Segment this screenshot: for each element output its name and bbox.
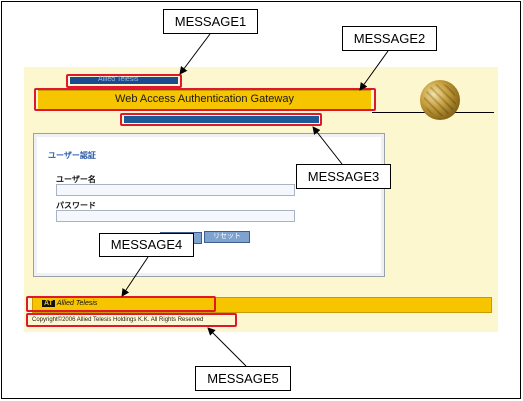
footer-brand-text: Allied Telesis [56,300,98,307]
callout-message2: MESSAGE2 [342,26,437,51]
top-strip-text: Allied Telesis [98,76,139,83]
username-input[interactable] [56,184,295,196]
callout-message3: MESSAGE3 [296,164,391,189]
highlight-message3 [120,113,322,126]
page-title: Web Access Authentication Gateway [115,93,294,105]
arrow-message5 [207,327,247,367]
arrow-message4 [121,256,149,297]
arrow-message1 [179,33,211,75]
copyright-text: Copyright©2006 Allied Telesis Holdings K… [32,317,204,323]
username-label: ユーザー名 [56,175,96,184]
highlight-message5 [26,313,237,327]
footer-brand-mark: AT [42,300,55,307]
login-form: ユーザー認証 ユーザー名 パスワード ログイン リセット [33,133,385,277]
highlight-message4 [26,296,216,312]
password-label: パスワード [56,201,96,210]
arrow-message3 [312,126,343,165]
subtitle-bar [124,116,319,123]
callout-message4: MESSAGE4 [99,233,194,257]
arrow-message2 [359,50,389,91]
globe-logo-icon [420,80,460,120]
password-input[interactable] [56,210,295,222]
highlight-message1 [66,74,182,88]
callout-message5: MESSAGE5 [195,366,291,391]
reset-button[interactable]: リセット [204,231,250,243]
top-brand-strip: Allied Telesis [70,76,178,84]
form-title: ユーザー認証 [48,151,96,160]
callout-message1: MESSAGE1 [163,9,258,34]
highlight-message2 [34,88,376,111]
